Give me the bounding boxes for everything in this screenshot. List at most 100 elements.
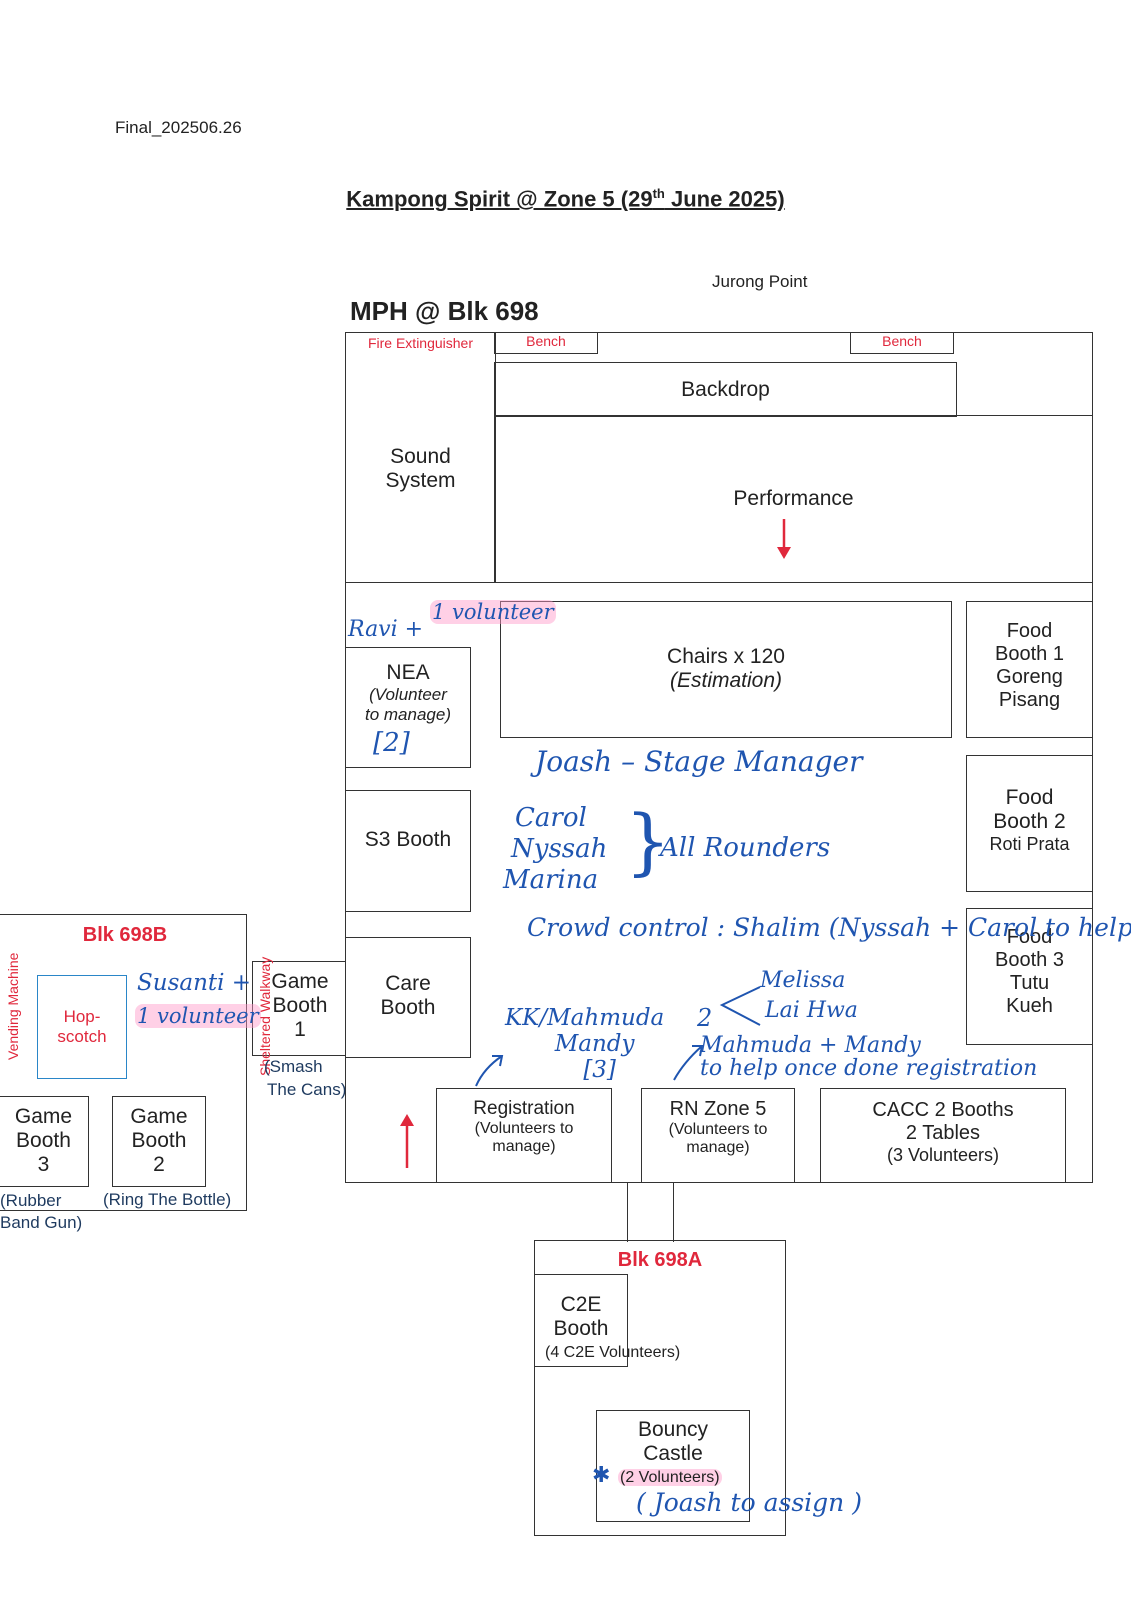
game-booth-1-label: Game Booth 1 <box>262 970 338 1042</box>
registration-label: Registration (Volunteers to manage) <box>436 1098 612 1157</box>
nea-line-1: NEA <box>386 661 430 684</box>
bench-left-label: Bench <box>526 333 566 349</box>
performance-area <box>494 415 1093 583</box>
hw-all-rounders: All Rounders <box>660 833 831 863</box>
title-tail: June 2025) <box>664 186 785 212</box>
cacc-booths <box>820 1088 1066 1183</box>
gb1-line-2: Booth <box>272 994 328 1018</box>
title-main: Kampong Spirit @ Zone 5 (29 <box>346 186 653 212</box>
rn-zone5-booth <box>641 1088 795 1183</box>
gb3-line-2: Booth <box>16 1129 71 1153</box>
gb2-line-3: 2 <box>153 1153 165 1177</box>
gb2-line-2: Booth <box>131 1129 187 1153</box>
fire-extinguisher-label: Fire Extinguisher <box>367 335 474 351</box>
hw-rn-arrow-icon <box>673 1045 704 1081</box>
hw-susanti: Susanti + <box>137 970 252 996</box>
gb1-line-1: Game <box>271 970 329 993</box>
gb2-line-1: Game <box>130 1105 188 1128</box>
game-booth-3-label: Game Booth 3 <box>0 1105 87 1177</box>
care-line-1: Care <box>385 972 431 995</box>
hw-rn-help: Mahmuda + Mandy to help once done regist… <box>700 1034 1037 1080</box>
cacc-line-2: 2 Tables <box>905 1122 981 1144</box>
cacc-line-1: CACC 2 Booths <box>872 1099 1014 1121</box>
hw-lai-hwa: Lai Hwa <box>765 998 858 1023</box>
c2e-note: (4 C2E Volunteers) <box>545 1344 681 1361</box>
chairs-line-2: (Estimation) <box>669 669 783 693</box>
care-label: Care Booth <box>345 972 471 1020</box>
game-booth-1 <box>252 961 346 1056</box>
chairs-line-1: Chairs x 120 <box>667 645 785 668</box>
hw-rn-help-line-1: Mahmuda + Mandy <box>700 1033 921 1058</box>
hopscotch-area <box>37 975 127 1079</box>
food1-line-2: Booth 1 <box>995 643 1064 665</box>
cacc-line-3: (3 Volunteers) <box>886 1145 1000 1165</box>
food-booth-2 <box>966 755 1093 892</box>
food3-line-3: Tutu <box>1009 972 1050 994</box>
gb3-note-line-2: Band Gun) <box>0 1213 83 1233</box>
food1-line-3: Goreng <box>996 666 1063 688</box>
hw-mandy: Mandy <box>554 1030 635 1057</box>
sound-line-1: Sound <box>390 445 451 468</box>
food1-line-4: Pisang <box>998 689 1061 711</box>
gb3-line-3: 3 <box>37 1153 50 1177</box>
c2e-label: C2E Booth <box>534 1293 628 1341</box>
rn-line-2: (Volunteers to <box>668 1121 768 1138</box>
hw-marina: Marina <box>503 865 599 896</box>
food2-line-2: Booth 2 <box>993 810 1066 834</box>
c2e-booth <box>534 1274 628 1367</box>
game-booth-3-note: (Rubber Band Gun) <box>0 1190 82 1234</box>
walkway-698a <box>627 1182 674 1242</box>
bouncy-note-text: (2 Volunteers) <box>618 1469 722 1486</box>
blk-698a-title: Blk 698A <box>617 1249 703 1271</box>
backdrop-label: Backdrop <box>681 378 770 401</box>
reg-line-2: (Volunteers to <box>474 1119 574 1137</box>
reg-line-3: manage) <box>492 1138 556 1156</box>
nea-booth <box>345 647 471 768</box>
hw-ravi: Ravi + <box>348 617 424 642</box>
chairs-label: Chairs x 120 (Estimation) <box>500 645 952 693</box>
hw-registration-team: KK/Mahmuda Mandy [3] <box>505 1005 664 1083</box>
hw-rounders-names: Carol Nyssah Marina <box>503 803 607 897</box>
nea-label: NEA (Volunteer to manage) <box>345 661 471 724</box>
rn-line-1: RN Zone 5 <box>669 1098 767 1120</box>
nea-line-3: to manage) <box>365 704 451 724</box>
hw-ravi-vol-text: 1 volunteer <box>430 600 556 624</box>
mph-title: MPH @ Blk 698 <box>350 296 539 326</box>
c2e-line-1: C2E <box>560 1293 602 1316</box>
game-booth-1-note: (Smash The Cans) <box>262 1056 346 1102</box>
performance-arrow-icon <box>777 519 791 559</box>
hopscotch-line-1: Hop- <box>63 1007 101 1026</box>
food1-line-1: Food <box>1006 620 1053 642</box>
c2e-line-2: Booth <box>553 1317 609 1341</box>
bouncy-line-2: Castle <box>643 1442 703 1466</box>
hw-ravi-volunteer: 1 volunteer <box>430 600 556 624</box>
performance-label: Performance <box>733 487 854 510</box>
backdrop <box>494 362 957 417</box>
bouncy-castle-note: (2 Volunteers) <box>618 1469 722 1487</box>
page-title: Kampong Spirit @ Zone 5 (29th June 2025) <box>0 186 1131 212</box>
version-label: Final_202506.26 <box>115 118 242 137</box>
sound-system-label: Sound System <box>345 445 496 493</box>
hw-rn-help-line-2: to help once done registration <box>700 1056 1038 1082</box>
nea-line-2: (Volunteer <box>369 685 447 705</box>
food3-line-1: Food <box>1006 926 1053 948</box>
hw-reg-arrow-icon <box>475 1055 504 1087</box>
gb1-note-line-2: The Cans) <box>267 1079 347 1099</box>
sound-line-2: System <box>385 469 456 493</box>
gb3-note-line-1: (Rubber <box>0 1191 62 1210</box>
hopscotch-label: Hop- scotch <box>37 1007 127 1046</box>
cacc-label: CACC 2 Booths 2 Tables (3 Volunteers) <box>820 1099 1066 1166</box>
game-booth-2-note: (Ring The Bottle) <box>103 1190 232 1209</box>
jurong-point-label: Jurong Point <box>712 272 808 291</box>
hw-melissa: Melissa <box>760 968 846 993</box>
food-booth-2-label: Food Booth 2 Roti Prata <box>966 786 1093 855</box>
sound-system-area <box>345 332 496 583</box>
hw-joash-assign: ( Joash to assign ) <box>636 1488 862 1517</box>
hw-brace-icon: } <box>625 799 671 883</box>
hw-crowd-control: Crowd control : Shalim (Nyssah + Carol t… <box>527 913 1131 942</box>
s3-label: S3 Booth <box>364 828 452 851</box>
care-line-2: Booth <box>380 996 436 1020</box>
food-booth-1-label: Food Booth 1 Goreng Pisang <box>966 620 1093 712</box>
bouncy-line-1: Bouncy <box>637 1418 709 1441</box>
gb3-line-1: Game <box>14 1105 73 1128</box>
